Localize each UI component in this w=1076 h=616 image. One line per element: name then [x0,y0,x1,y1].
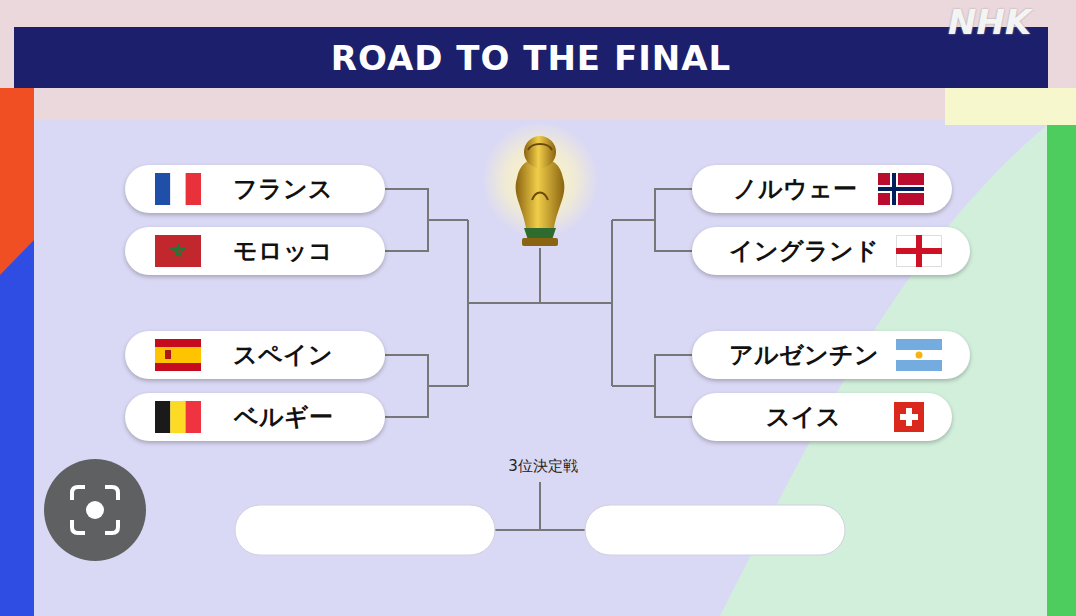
third-place-label: 3位決定戦 [505,457,581,476]
team-name: フランス [201,173,365,205]
team-pill: アルゼンチン [692,331,970,379]
team-pill: モロッコ [125,227,385,275]
flag-icon [155,235,201,267]
red-stripe [0,88,34,275]
team-pill: ノルウェー [692,165,952,213]
flag-icon [155,173,201,205]
flag-icon [155,339,201,371]
blue-stripe [0,88,34,616]
bracket-lines [385,189,692,530]
team-name: スイス [712,401,894,433]
team-name: モロッコ [201,235,365,267]
watermark: NHK [948,2,1031,42]
top-band [0,0,1076,120]
team-pill: スイス [692,393,952,441]
flag-icon [896,235,942,267]
lens-icon [44,459,146,561]
flag-icon [894,402,924,432]
title-text: ROAD TO THE FINAL [14,27,1048,88]
third-place-slots [235,505,845,555]
team-name: ノルウェー [712,173,878,205]
trophy [482,122,598,246]
title-band [14,27,1048,88]
flag-icon [155,401,201,433]
team-pill: フランス [125,165,385,213]
team-name: アルゼンチン [712,339,896,371]
team-pill: スペイン [125,331,385,379]
team-name: スペイン [201,339,365,371]
team-pill: ベルギー [125,393,385,441]
flag-icon [878,173,924,205]
team-name: ベルギー [201,401,365,433]
team-name: イングランド [712,235,896,267]
flag-icon [896,339,942,371]
green-stripe [1047,125,1076,616]
team-pill: イングランド [692,227,970,275]
